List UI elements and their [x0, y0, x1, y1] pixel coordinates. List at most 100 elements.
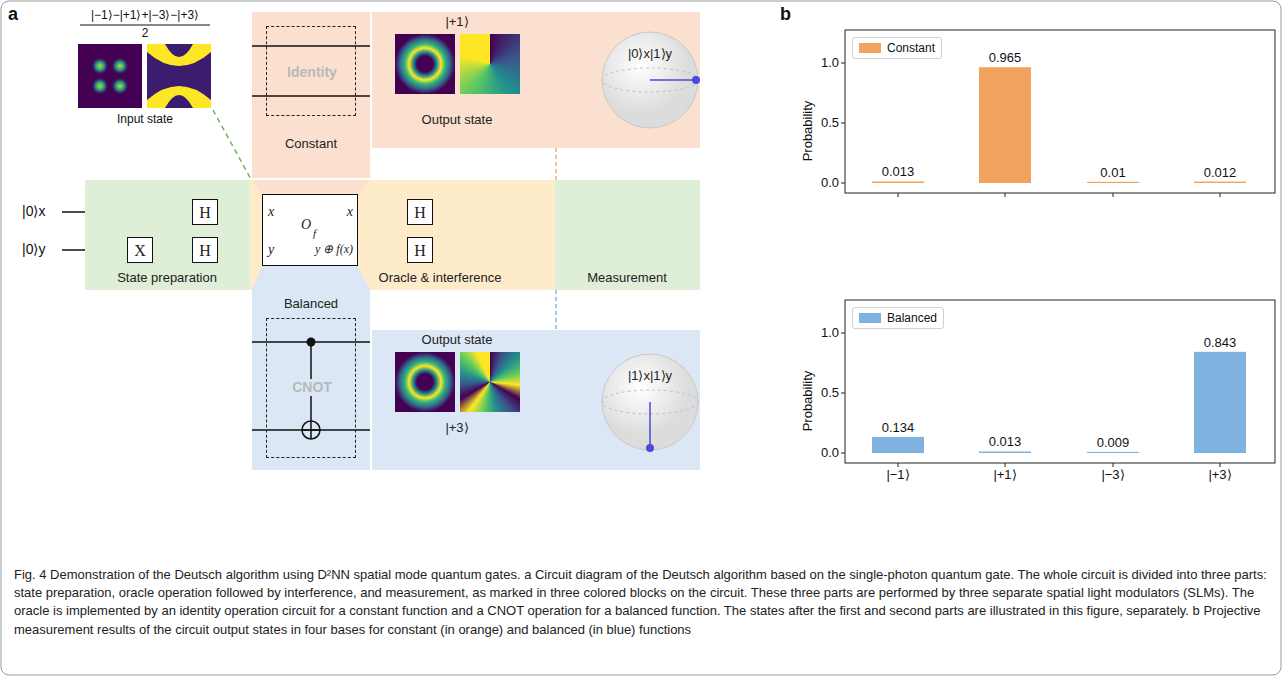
- chart-frame: [845, 300, 1275, 463]
- axis-tick-label: 1.0: [821, 55, 839, 71]
- gate-box: H: [407, 237, 433, 263]
- shape: [692, 76, 700, 84]
- bar-value: 0.013: [989, 434, 1022, 450]
- tick: [1113, 193, 1114, 197]
- shape: [646, 444, 654, 452]
- bloch-sphere: [372, 12, 700, 152]
- block-band: State preparation H X H: [85, 180, 250, 290]
- label: a: [8, 4, 18, 26]
- axis-tick-label: |+3⟩: [1208, 467, 1231, 483]
- block-band: BalancedCNOT: [252, 290, 370, 470]
- label: b: [780, 4, 791, 26]
- block-band: Constant Identity: [252, 12, 370, 178]
- bar-value: 0.009: [1097, 435, 1130, 451]
- tick: [841, 123, 845, 124]
- node-text: Balanced: [284, 296, 338, 312]
- block-band: Oracle & interferencexyOfxy ⊕ f(x)HH: [250, 180, 555, 290]
- gate-box: X: [127, 237, 153, 263]
- axis-title: Probability: [800, 371, 816, 432]
- bar: [1087, 452, 1139, 453]
- intensity-image: [395, 352, 455, 412]
- node-text: H: [414, 203, 426, 222]
- bar: [1194, 182, 1246, 183]
- node-text: |0⟩x|1⟩y: [628, 46, 672, 62]
- shape: [91, 77, 109, 95]
- label: |−1⟩−|+1⟩+|−3⟩−|+3⟩: [91, 8, 199, 22]
- axis-tick-label: 0.0: [821, 175, 839, 191]
- axis-tick-label: |−3⟩: [1101, 467, 1124, 483]
- shape: [91, 57, 109, 75]
- node-text: y ⊕ f(x): [315, 242, 353, 256]
- node-text: Constant: [285, 136, 337, 152]
- axis-tick-label: |+1⟩: [993, 467, 1016, 483]
- tick: [841, 183, 845, 184]
- shape: [650, 79, 696, 81]
- tick: [898, 193, 899, 197]
- shape: [302, 421, 320, 439]
- bar: [872, 181, 924, 183]
- node-text: |+3⟩: [445, 420, 468, 436]
- label: |0⟩y: [22, 241, 45, 258]
- axis-tick-label: 0.5: [821, 385, 839, 401]
- label: Input state: [117, 112, 173, 126]
- legend-swatch: [859, 43, 881, 53]
- node-text: State preparation: [117, 270, 217, 286]
- phase-image: [460, 352, 520, 412]
- axis-tick-label: |−1⟩: [886, 467, 909, 483]
- shape: [841, 63, 1246, 467]
- shape: [252, 45, 370, 47]
- node-text: Output state: [422, 112, 493, 128]
- node-text: f: [313, 227, 316, 240]
- gate-box: H: [192, 199, 218, 225]
- shape: [602, 354, 698, 450]
- node-text: |+1⟩: [445, 14, 468, 30]
- input-phase: [147, 44, 211, 108]
- axis-tick-label: 1.0: [821, 325, 839, 341]
- divider: [555, 290, 557, 330]
- shape: [252, 95, 370, 97]
- legend: Balanced: [852, 307, 944, 329]
- tick: [1220, 193, 1221, 197]
- bloch-sphere: [372, 330, 700, 470]
- node-text: X: [134, 241, 146, 260]
- block-band: Measurement: [555, 180, 700, 290]
- tick: [841, 453, 845, 454]
- node-text: |1⟩x|1⟩y: [628, 368, 672, 384]
- tick: [841, 63, 845, 64]
- shape: [302, 429, 320, 431]
- shape: [602, 32, 698, 128]
- bar-value: 0.013: [882, 164, 915, 180]
- shape: [111, 57, 129, 75]
- node-text: Measurement: [587, 270, 666, 286]
- shape: [252, 429, 370, 431]
- bar: [1194, 352, 1246, 453]
- node-text: Output state: [422, 332, 493, 348]
- fraction-bar: [80, 25, 210, 26]
- node-text: H: [414, 241, 426, 260]
- gate-box: H: [407, 199, 433, 225]
- input-intensity: [78, 44, 142, 108]
- bar: [872, 437, 924, 453]
- shape: [78, 44, 142, 108]
- axis-tick-label: 0.0: [821, 445, 839, 461]
- shape: [307, 338, 316, 347]
- block-band: |+1⟩ Output state |0⟩x|1⟩y: [372, 12, 700, 148]
- node-text: H: [199, 241, 211, 260]
- node-text: x: [268, 204, 274, 221]
- tick: [1005, 463, 1006, 467]
- shape: [111, 77, 129, 95]
- bar-value: 0.843: [1204, 335, 1237, 351]
- node-text: Identity: [287, 64, 337, 81]
- node-text: x: [347, 204, 353, 221]
- axis-tick-label: 0.5: [821, 115, 839, 131]
- wires: [252, 12, 370, 178]
- tick: [1005, 193, 1006, 197]
- bar: [979, 451, 1031, 453]
- shape: [649, 402, 651, 448]
- bar: [1087, 182, 1139, 183]
- gate-box: H: [192, 237, 218, 263]
- dashed-box: CNOT: [266, 318, 356, 458]
- intensity-image: [395, 34, 455, 94]
- tick: [1113, 463, 1114, 467]
